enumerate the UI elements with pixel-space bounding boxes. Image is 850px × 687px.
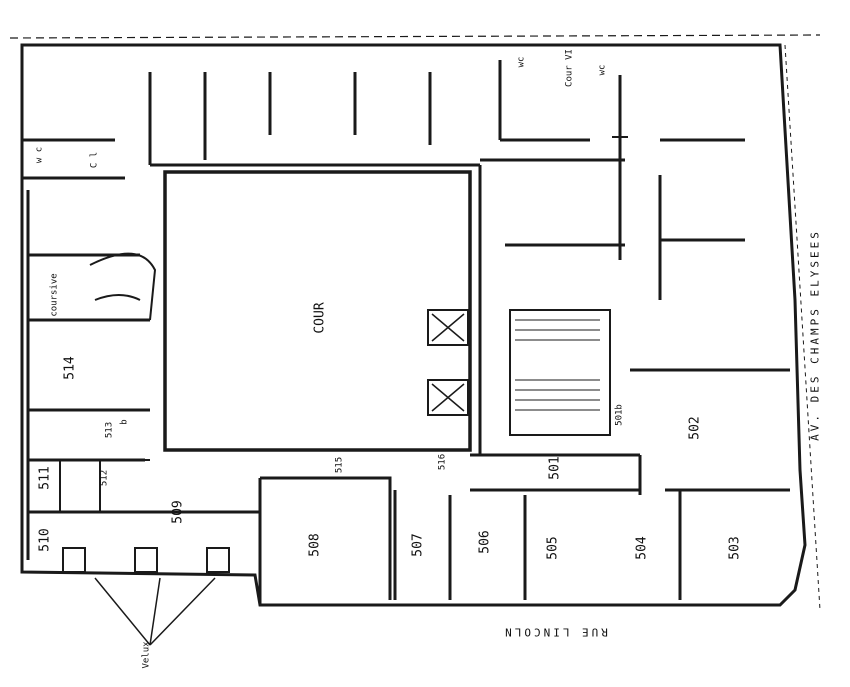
room-508-label: 508 — [307, 533, 323, 557]
cour-vi-label: Cour VI — [564, 49, 575, 87]
right-wing — [470, 75, 790, 457]
cross-symbol — [612, 128, 628, 145]
room-515-label: 515 — [334, 456, 345, 474]
room-505-label: 505 — [545, 536, 561, 560]
room-514-label: 514 — [62, 356, 78, 380]
street-champs-elysees: AV. DES CHAMPS ELYSEES — [808, 229, 822, 441]
room-513-label: 513 — [104, 421, 115, 439]
top-boundary — [9, 34, 821, 39]
stair-left — [89, 252, 157, 321]
bottom-wing — [258, 455, 790, 605]
room-512-label: 512 — [99, 469, 110, 487]
courtyard-wall — [163, 170, 472, 452]
velux-arrows — [94, 577, 216, 646]
velux-label: Velux — [141, 641, 152, 669]
room-501b-label: 501b — [614, 404, 625, 426]
elevator-x — [431, 313, 465, 412]
stair-steps — [515, 319, 600, 411]
central-stair — [509, 309, 611, 436]
street-line — [784, 44, 821, 611]
room-509-label: 509 — [170, 500, 186, 524]
room-511-label: 511 — [37, 466, 53, 490]
wc-label: w c — [34, 146, 45, 164]
room-516-label: 516 — [437, 453, 448, 471]
room-504-label: 504 — [634, 536, 650, 560]
left-bottom-rooms — [28, 459, 150, 512]
cl-label: C l — [89, 151, 100, 169]
room-502-label: 502 — [687, 416, 703, 440]
elevator-1 — [427, 309, 469, 346]
room-507-label: 507 — [410, 533, 426, 557]
velux-3 — [206, 547, 230, 573]
wc-top-label: wc — [516, 56, 527, 68]
b-label: b — [119, 419, 130, 425]
coursive-label: coursive — [49, 273, 60, 317]
room-501-label: 501 — [547, 456, 563, 480]
wc-top-right-label: wc — [597, 64, 608, 76]
velux-2 — [134, 547, 158, 573]
room-510-label: 510 — [37, 528, 53, 552]
velux-1 — [62, 547, 86, 573]
courtyard-label: COUR — [312, 302, 328, 334]
room-506-label: 506 — [477, 530, 493, 554]
top-wing — [148, 60, 590, 167]
room-503-label: 503 — [727, 536, 743, 560]
outer-wall — [20, 43, 807, 607]
street-lincoln: RUE LINCOLN — [502, 625, 608, 639]
left-wing — [22, 138, 260, 560]
elevator-2 — [427, 379, 469, 416]
